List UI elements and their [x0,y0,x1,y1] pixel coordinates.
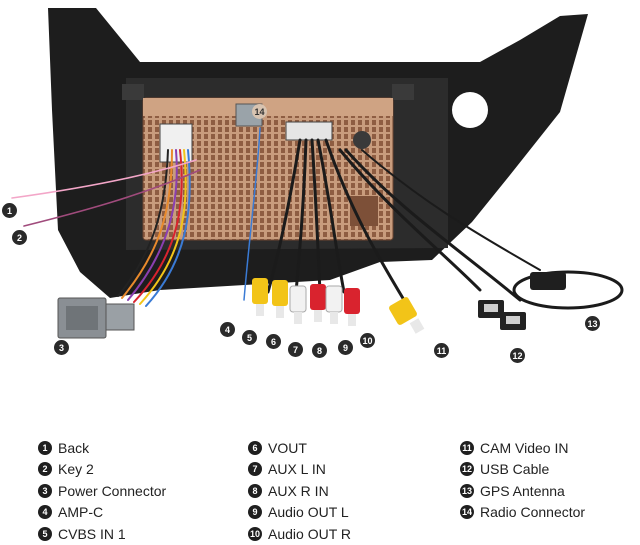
rca-plug-aux-l [289,285,307,324]
legend-label: Back [58,439,90,456]
frame-tab-right [392,84,414,100]
legend-label: CAM Video IN [480,439,569,456]
rca-plug-cam-video-in [389,297,425,334]
legend-label: USB Cable [480,461,550,478]
legend-label: Power Connector [58,482,167,499]
wire-bundle [11,127,541,307]
frame-hole [452,92,488,128]
legend-number-badge: 14 [460,505,474,520]
rca-plugs [252,278,425,334]
callout-4: 4 [220,322,235,337]
stereo-wiring-illustration [11,8,624,339]
legend-label: Audio OUT L [268,504,349,521]
legend-number-badge: 11 [460,440,474,455]
product-photo: 1 2 3 4 5 6 7 8 9 10 11 12 13 14 [2,8,624,363]
callout-14: 14 [252,104,267,119]
legend-item-aux-l-in: 7 AUX L IN [248,459,351,481]
legend-label: Key 2 [58,461,94,478]
legend-number-badge: 6 [248,440,262,455]
legend-column-2: 6 VOUT 7 AUX L IN 8 AUX R IN 9 Audio OUT L 1… [248,437,351,545]
legend-item-audio-out-l: 9 Audio OUT L [248,502,351,524]
gps-port [353,131,371,149]
legend-item-cvbs-in1: 5 CVBS IN 1 [38,523,166,545]
legend-number-badge: 1 [38,440,52,455]
callout-12: 12 [510,348,525,363]
callout-5: 5 [242,330,257,345]
legend-number-badge: 8 [248,483,262,498]
legend-label: Radio Connector [480,504,586,521]
legend-number-badge: 10 [248,526,262,541]
callout-3: 3 [54,340,69,355]
legend-item-back: 1 Back [38,437,166,459]
legend-item-key2: 2 Key 2 [38,459,166,481]
rca-plug-vout [272,280,288,318]
legend-label: AUX L IN [268,461,326,478]
usb-cable [478,300,526,330]
callout-2: 2 [12,230,27,245]
legend-number-badge: 4 [38,505,52,520]
legend-column-3: 11 CAM Video IN 12 USB Cable 13 GPS Antenna… [460,437,585,523]
callout-6: 6 [266,334,281,349]
legend-label: Audio OUT R [268,525,351,542]
legend-item-radio-connector: 14 Radio Connector [460,502,585,524]
callout-10: 10 [360,333,375,348]
connector-legend: 1 Back 2 Key 2 3 Power Connector 4 AMP-C 5 CV… [0,430,640,542]
legend-number-badge: 9 [248,505,262,520]
legend-item-vout: 6 VOUT [248,437,351,459]
legend-column-1: 1 Back 2 Key 2 3 Power Connector 4 AMP-C 5 CV… [38,437,166,545]
legend-label: AMP-C [58,504,104,521]
legend-number-badge: 12 [460,462,474,477]
legend-item-cam-video-in: 11 CAM Video IN [460,437,585,459]
legend-label: VOUT [268,439,307,456]
legend-item-usb-cable: 12 USB Cable [460,459,585,481]
legend-number-badge: 7 [248,462,262,477]
callout-8: 8 [312,343,327,358]
callout-11: 11 [434,343,449,358]
callout-9: 9 [338,340,353,355]
callout-1: 1 [2,203,17,218]
legend-item-aux-r-in: 8 AUX R IN [248,480,351,502]
gps-antenna [512,270,624,310]
harness-connector-a [285,121,333,141]
legend-number-badge: 5 [38,526,52,541]
plate-top-strip [143,98,393,116]
frame-tab-left [122,84,144,100]
legend-item-audio-out-r: 10 Audio OUT R [248,523,351,545]
legend-label: GPS Antenna [480,482,565,499]
legend-item-power-connector: 3 Power Connector [38,480,166,502]
power-connector [57,297,135,339]
rca-plug-audio-out-r [344,288,360,326]
rca-plug-aux-r [310,284,326,322]
callout-7: 7 [288,342,303,357]
legend-number-badge: 2 [38,462,52,477]
legend-label: AUX R IN [268,482,329,499]
callout-13: 13 [585,316,600,331]
legend-item-gps-antenna: 13 GPS Antenna [460,480,585,502]
rca-plug-audio-out-l [325,285,343,324]
legend-label: CVBS IN 1 [58,525,126,542]
legend-number-badge: 13 [460,483,474,498]
legend-item-amp-c: 4 AMP-C [38,502,166,524]
legend-number-badge: 3 [38,483,52,498]
rca-plug-cvbs-in [252,278,268,316]
